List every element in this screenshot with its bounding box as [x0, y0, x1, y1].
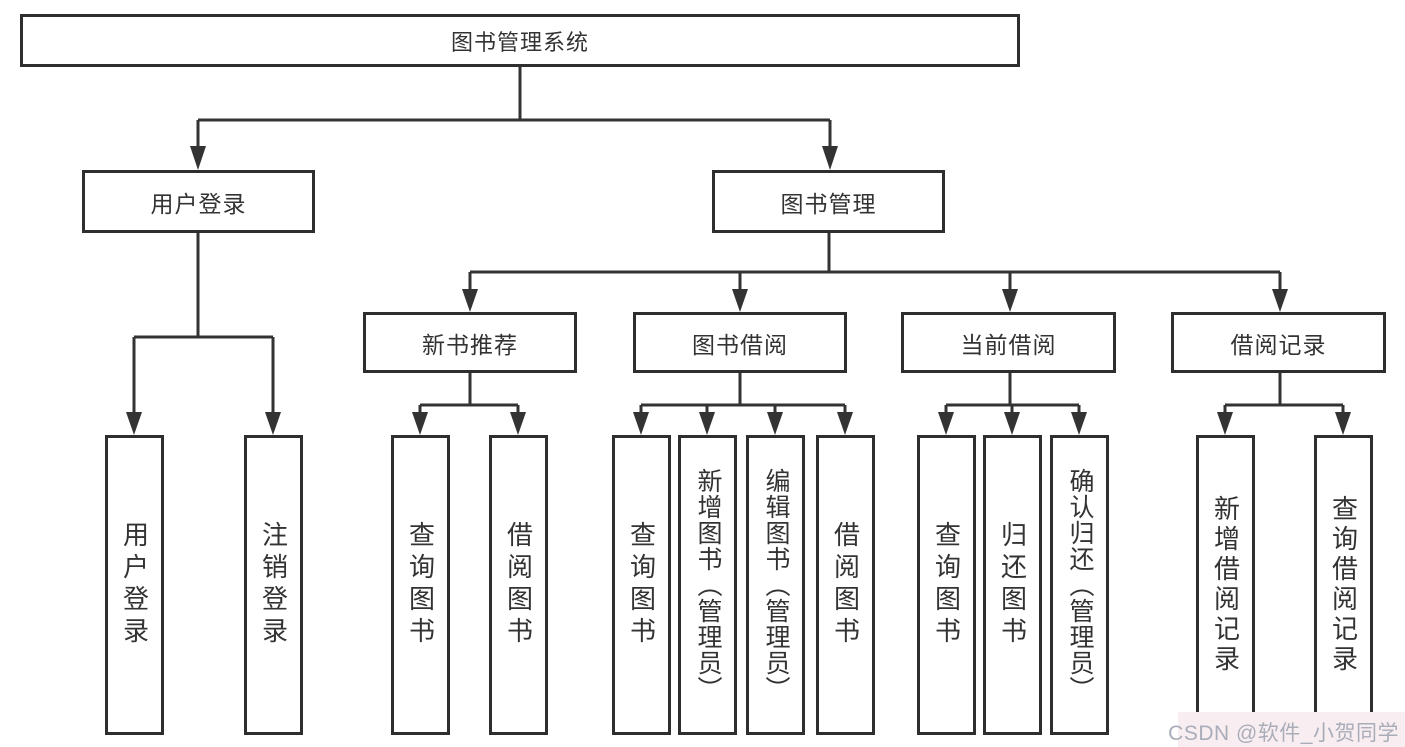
leaf-edit-books-admin: 编辑图书（管理员）	[746, 435, 805, 735]
leaf-logout: 注销登录	[244, 435, 303, 735]
watermark-band	[1178, 712, 1405, 747]
csdn-watermark: CSDN @软件_小贺同学	[1168, 722, 1399, 745]
leaf-borrow-books: 借阅图书	[816, 435, 875, 735]
leaf-query-borrow-record: 查询借阅记录	[1314, 435, 1373, 735]
leaf-add-borrow-record: 新增借阅记录	[1196, 435, 1255, 735]
leaf-query-books-borrow: 查询图书	[612, 435, 671, 735]
connector-records-to-leaves	[1223, 373, 1345, 416]
arrowheads	[126, 146, 1351, 435]
connector-root-to-level2	[196, 66, 832, 150]
connector-bookmgmt-to-level3	[468, 233, 1282, 292]
connector-current-to-leaves	[944, 373, 1081, 416]
node-new-book-recommend: 新书推荐	[363, 312, 577, 373]
leaf-return-books: 归还图书	[983, 435, 1042, 735]
leaf-borrow-books-recommend: 借阅图书	[489, 435, 548, 735]
node-user-login: 用户登录	[82, 170, 315, 233]
node-borrow-records: 借阅记录	[1171, 312, 1386, 373]
leaf-query-books-current: 查询图书	[917, 435, 976, 735]
node-book-management: 图书管理	[712, 170, 945, 233]
leaf-confirm-return-admin: 确认归还（管理员）	[1050, 435, 1109, 735]
connector-borrow-to-leaves	[639, 373, 847, 416]
leaf-query-books-recommend: 查询图书	[391, 435, 450, 735]
connector-userlogin-to-leaves	[132, 233, 275, 416]
node-root-library-system: 图书管理系统	[20, 14, 1020, 67]
node-current-borrow: 当前借阅	[901, 312, 1116, 373]
node-book-borrow: 图书借阅	[633, 312, 847, 373]
connector-newbook-to-leaves	[418, 373, 520, 416]
leaf-user-login: 用户登录	[105, 435, 164, 735]
leaf-add-books-admin: 新增图书（管理员）	[678, 435, 737, 735]
